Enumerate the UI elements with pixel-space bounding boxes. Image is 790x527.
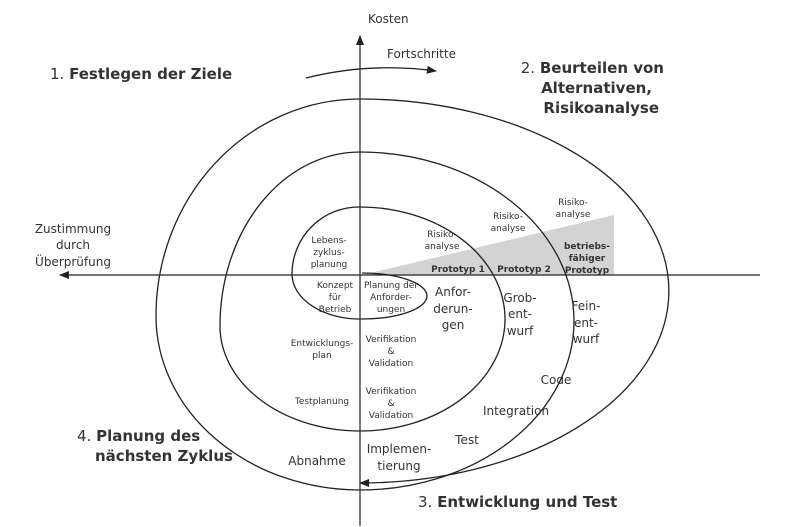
svg-text:4. Planung des: 4. Planung des: [77, 427, 200, 445]
quadrant-1-title: 1. Festlegen der Ziele: [50, 65, 232, 83]
rough-design-label: Grob- ent- wurf: [503, 291, 536, 338]
spiral-segment-8: [155, 315, 361, 491]
svg-text:ungen: ungen: [377, 305, 405, 315]
svg-text:Alternativen,: Alternativen,: [541, 79, 652, 97]
acceptance-label: Abnahme: [288, 454, 345, 468]
requirements-planning-label: Planung der Anforder- ungen: [364, 281, 418, 315]
prototype-shaded-wedge: [362, 215, 614, 275]
risk-analysis-3-label: Risiko- analyse: [556, 198, 591, 220]
svg-text:betriebs-: betriebs-: [564, 242, 610, 252]
costs-axis-label: Kosten: [368, 12, 409, 26]
quadrant-4-title: 4. Planung des nächsten Zyklus: [77, 427, 233, 465]
verification-validation-2-label: Verifikation & Validation: [366, 387, 417, 421]
svg-text:derun-: derun-: [433, 302, 472, 316]
prototype-2-label: Prototyp 2: [497, 265, 551, 275]
integration-label: Integration: [483, 404, 549, 418]
spiral-segment-10: [359, 98, 670, 487]
svg-text:Verifikation: Verifikation: [366, 387, 417, 397]
progress-arrow: [305, 65, 437, 79]
spiral-segment-5: [219, 325, 361, 432]
svg-text:&: &: [387, 399, 394, 409]
test-label: Test: [454, 433, 479, 447]
svg-text:nächsten Zyklus: nächsten Zyklus: [95, 447, 233, 465]
svg-text:Risiko-: Risiko-: [427, 230, 457, 240]
detailed-design-label: Fein- ent- wurf: [572, 299, 601, 346]
svg-text:ent-: ent-: [508, 307, 532, 321]
svg-text:analyse: analyse: [425, 242, 460, 252]
svg-text:wurf: wurf: [573, 332, 600, 346]
svg-text:fähiger: fähiger: [569, 254, 606, 264]
svg-text:Risikoanalyse: Risikoanalyse: [543, 99, 659, 117]
operational-prototype-label: betriebs- fähiger Prototyp: [564, 242, 610, 276]
risk-analysis-1-label: Risiko- analyse: [425, 230, 460, 252]
svg-text:analyse: analyse: [556, 210, 591, 220]
prototype-1-label: Prototyp 1: [431, 265, 485, 275]
svg-text:planung: planung: [311, 260, 348, 270]
progress-label: Fortschritte: [387, 47, 456, 61]
svg-text:Konzept: Konzept: [317, 281, 354, 291]
svg-text:tierung: tierung: [377, 459, 420, 473]
svg-text:analyse: analyse: [491, 224, 526, 234]
spiral-segment-3: [291, 206, 361, 275]
svg-text:Anforder-: Anforder-: [370, 293, 412, 303]
operation-concept-label: Konzept für Betrieb: [317, 281, 354, 315]
spiral-segment-7: [359, 151, 575, 491]
lifecycle-planning-label: Lebens- zyklus- planung: [311, 236, 348, 270]
svg-text:Entwicklungs-: Entwicklungs-: [291, 339, 354, 349]
requirements-label: Anfor- derun- gen: [433, 285, 472, 332]
spiral-segment-4: [359, 206, 506, 432]
svg-text:Betrieb: Betrieb: [319, 305, 352, 315]
svg-text:2. Beurteilen von: 2. Beurteilen von: [521, 59, 664, 77]
svg-text:zyklus-: zyklus-: [313, 248, 344, 258]
svg-text:für: für: [329, 293, 342, 303]
svg-text:ent-: ent-: [574, 316, 598, 330]
risk-analysis-2-label: Risiko- analyse: [491, 212, 526, 234]
quadrant-3-title: 3. Entwicklung und Test: [418, 493, 617, 511]
svg-text:Überprüfung: Überprüfung: [35, 253, 111, 269]
svg-text:Validation: Validation: [369, 411, 413, 421]
development-plan-label: Entwicklungs- plan: [291, 339, 354, 361]
svg-text:wurf: wurf: [507, 324, 534, 338]
spiral-segment-2: [291, 273, 363, 320]
test-planning-label: Testplanung: [294, 397, 349, 407]
svg-text:&: &: [387, 347, 394, 357]
svg-text:Risiko-: Risiko-: [558, 198, 588, 208]
spiral-segment-9: [155, 98, 361, 317]
svg-text:Lebens-: Lebens-: [311, 236, 346, 246]
svg-text:Risiko-: Risiko-: [493, 212, 523, 222]
spiral-segment-6: [219, 151, 361, 327]
svg-text:Grob-: Grob-: [503, 291, 536, 305]
svg-text:Verifikation: Verifikation: [366, 335, 417, 345]
svg-text:Zustimmung: Zustimmung: [35, 222, 111, 236]
svg-text:durch: durch: [56, 238, 90, 252]
code-label: Code: [541, 373, 572, 387]
svg-text:Validation: Validation: [369, 359, 413, 369]
spiral-segment-1: [361, 272, 428, 320]
svg-text:Fein-: Fein-: [572, 299, 601, 313]
approval-axis-label: Zustimmung durch Überprüfung: [35, 222, 111, 269]
svg-text:Planung der: Planung der: [364, 281, 418, 291]
implementation-label: Implemen- tierung: [367, 442, 432, 473]
svg-text:gen: gen: [442, 318, 465, 332]
svg-text:Prototyp: Prototyp: [565, 266, 610, 276]
svg-text:plan: plan: [312, 351, 331, 361]
verification-validation-1-label: Verifikation & Validation: [366, 335, 417, 369]
quadrant-2-title: 2. Beurteilen von Alternativen, Risikoan…: [521, 59, 664, 117]
svg-text:Implemen-: Implemen-: [367, 442, 432, 456]
svg-text:Anfor-: Anfor-: [435, 285, 471, 299]
